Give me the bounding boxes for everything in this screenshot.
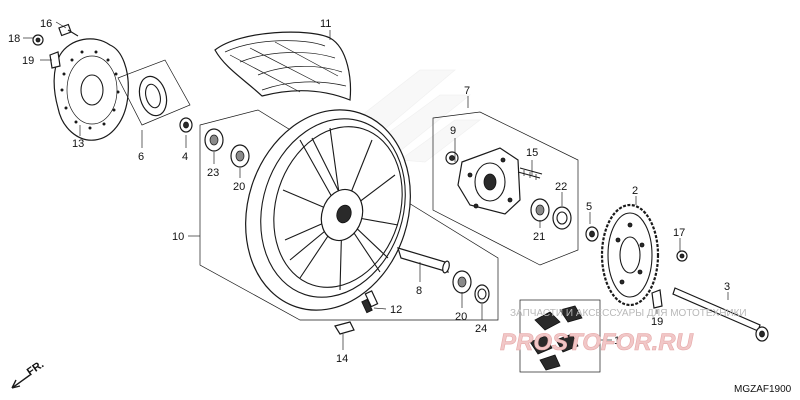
hub-assembly-box xyxy=(432,111,579,266)
callout-8: 8 xyxy=(416,285,422,297)
diagram-code: MGZAF1900 xyxy=(734,384,792,395)
callout-11: 11 xyxy=(320,18,331,30)
brake-disc xyxy=(53,38,129,141)
callout-10: 10 xyxy=(172,231,184,243)
callout-2: 2 xyxy=(632,185,638,197)
nut-18 xyxy=(32,34,44,46)
callout-24: 24 xyxy=(475,323,487,335)
rear-tire xyxy=(214,31,352,101)
wheel-damper-rubber xyxy=(529,305,583,371)
callout-18: 18 xyxy=(8,33,20,45)
nut-17 xyxy=(676,250,688,262)
damper-box xyxy=(519,299,601,373)
watermark-logo: PROSTOFOR.RU xyxy=(500,329,694,356)
callout-16: 16 xyxy=(40,18,52,30)
dust-seal-6 xyxy=(117,59,191,126)
bearing-21 xyxy=(530,198,550,222)
front-direction-arrow: FR. xyxy=(11,358,46,389)
valve-stem-12 xyxy=(361,290,379,314)
callout-22: 22 xyxy=(555,181,567,193)
callout-17: 17 xyxy=(673,227,685,239)
collar-5 xyxy=(585,226,599,242)
callout-20-left: 20 xyxy=(233,181,245,193)
distance-collar-8 xyxy=(397,247,450,274)
seal-22 xyxy=(552,206,572,230)
final-driven-sprocket xyxy=(600,203,660,307)
nut-9 xyxy=(445,151,459,165)
wheel-assembly-box xyxy=(199,109,499,321)
callout-21: 21 xyxy=(533,231,545,243)
direction-label: FR. xyxy=(25,358,46,378)
rear-axle-3 xyxy=(672,287,769,342)
callout-15: 15 xyxy=(526,147,538,159)
callout-12: 12 xyxy=(390,304,402,316)
stud-bolt-15 xyxy=(517,167,543,180)
collar-4 xyxy=(179,117,193,133)
bracket-19-right xyxy=(651,289,663,309)
callout-9: 9 xyxy=(450,125,456,137)
callout-13: 13 xyxy=(72,138,84,150)
bearing-23 xyxy=(204,128,224,152)
bracket-19-left xyxy=(49,51,61,69)
bearing-20-right xyxy=(452,270,472,294)
bearing-20-left xyxy=(230,144,250,168)
bolt-16 xyxy=(58,23,79,37)
watermark-text: ЗАПЧАСТИ И АКСЕССУАРЫ ДЛЯ МОТОТЕХНИКИ xyxy=(510,308,747,319)
seal-24 xyxy=(474,284,490,304)
callout-5: 5 xyxy=(586,201,592,213)
driven-flange-hub xyxy=(457,147,521,215)
callout-7: 7 xyxy=(464,85,470,97)
callout-19-left: 19 xyxy=(22,55,34,67)
callout-labels: 1 2 3 4 5 6 7 8 9 10 11 12 13 14 15 16 1… xyxy=(8,18,730,365)
rear-wheel-rim xyxy=(245,109,411,311)
arrow-icon xyxy=(11,374,31,389)
callout-14: 14 xyxy=(336,353,348,365)
balance-weight-14 xyxy=(334,321,355,335)
callout-3: 3 xyxy=(724,281,730,293)
callout-19-right: 19 xyxy=(651,316,663,328)
callout-4: 4 xyxy=(182,151,188,163)
callout-23: 23 xyxy=(207,167,219,179)
callout-1: 1 xyxy=(614,335,620,347)
callout-6: 6 xyxy=(138,151,144,163)
leader-lines xyxy=(23,21,729,350)
callout-20-right: 20 xyxy=(455,311,467,323)
